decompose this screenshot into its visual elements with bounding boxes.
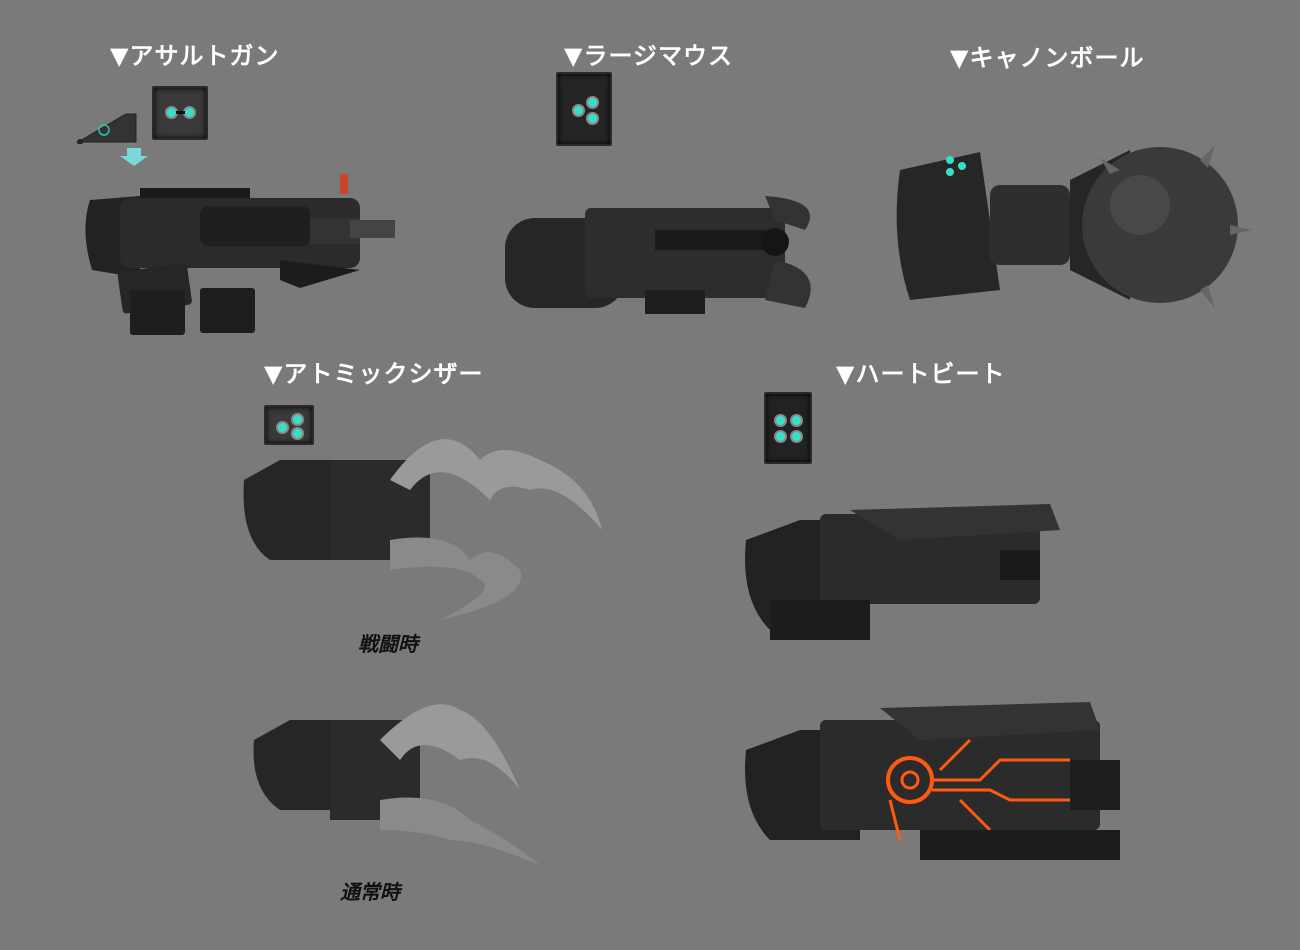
caption-battle-mode: 戦闘時 [358,632,418,656]
weapon-cannonball [890,130,1260,334]
heading-large-mouth: ▼ラージマウス [564,42,733,70]
chip-three-dot-icon [556,72,612,146]
caption-normal-mode: 通常時 [340,880,400,904]
weapon-large-mouth [505,190,825,324]
heading-assault-gun: ▼アサルトガン [110,42,280,70]
weapon-atomic-scissor-battle [240,420,610,624]
weapon-heartbeat-normal [740,500,1070,654]
chip-two-dot-icon [152,86,208,140]
down-arrow-icon [120,156,148,166]
chip-three-dot-icon [264,405,314,445]
chip-four-dot-icon [764,392,812,464]
down-arrow-stem [127,148,141,156]
heading-heartbeat: ▼ハートビート [836,360,1006,388]
wedge-part-icon [76,112,138,145]
weapon-assault-gun [80,170,400,344]
heading-atomic-scissor: ▼アトミックシザー [264,360,484,388]
weapon-heartbeat-active [740,700,1140,874]
heading-cannonball: ▼キャノンボール [950,44,1145,72]
weapon-atomic-scissor-normal [250,690,550,874]
